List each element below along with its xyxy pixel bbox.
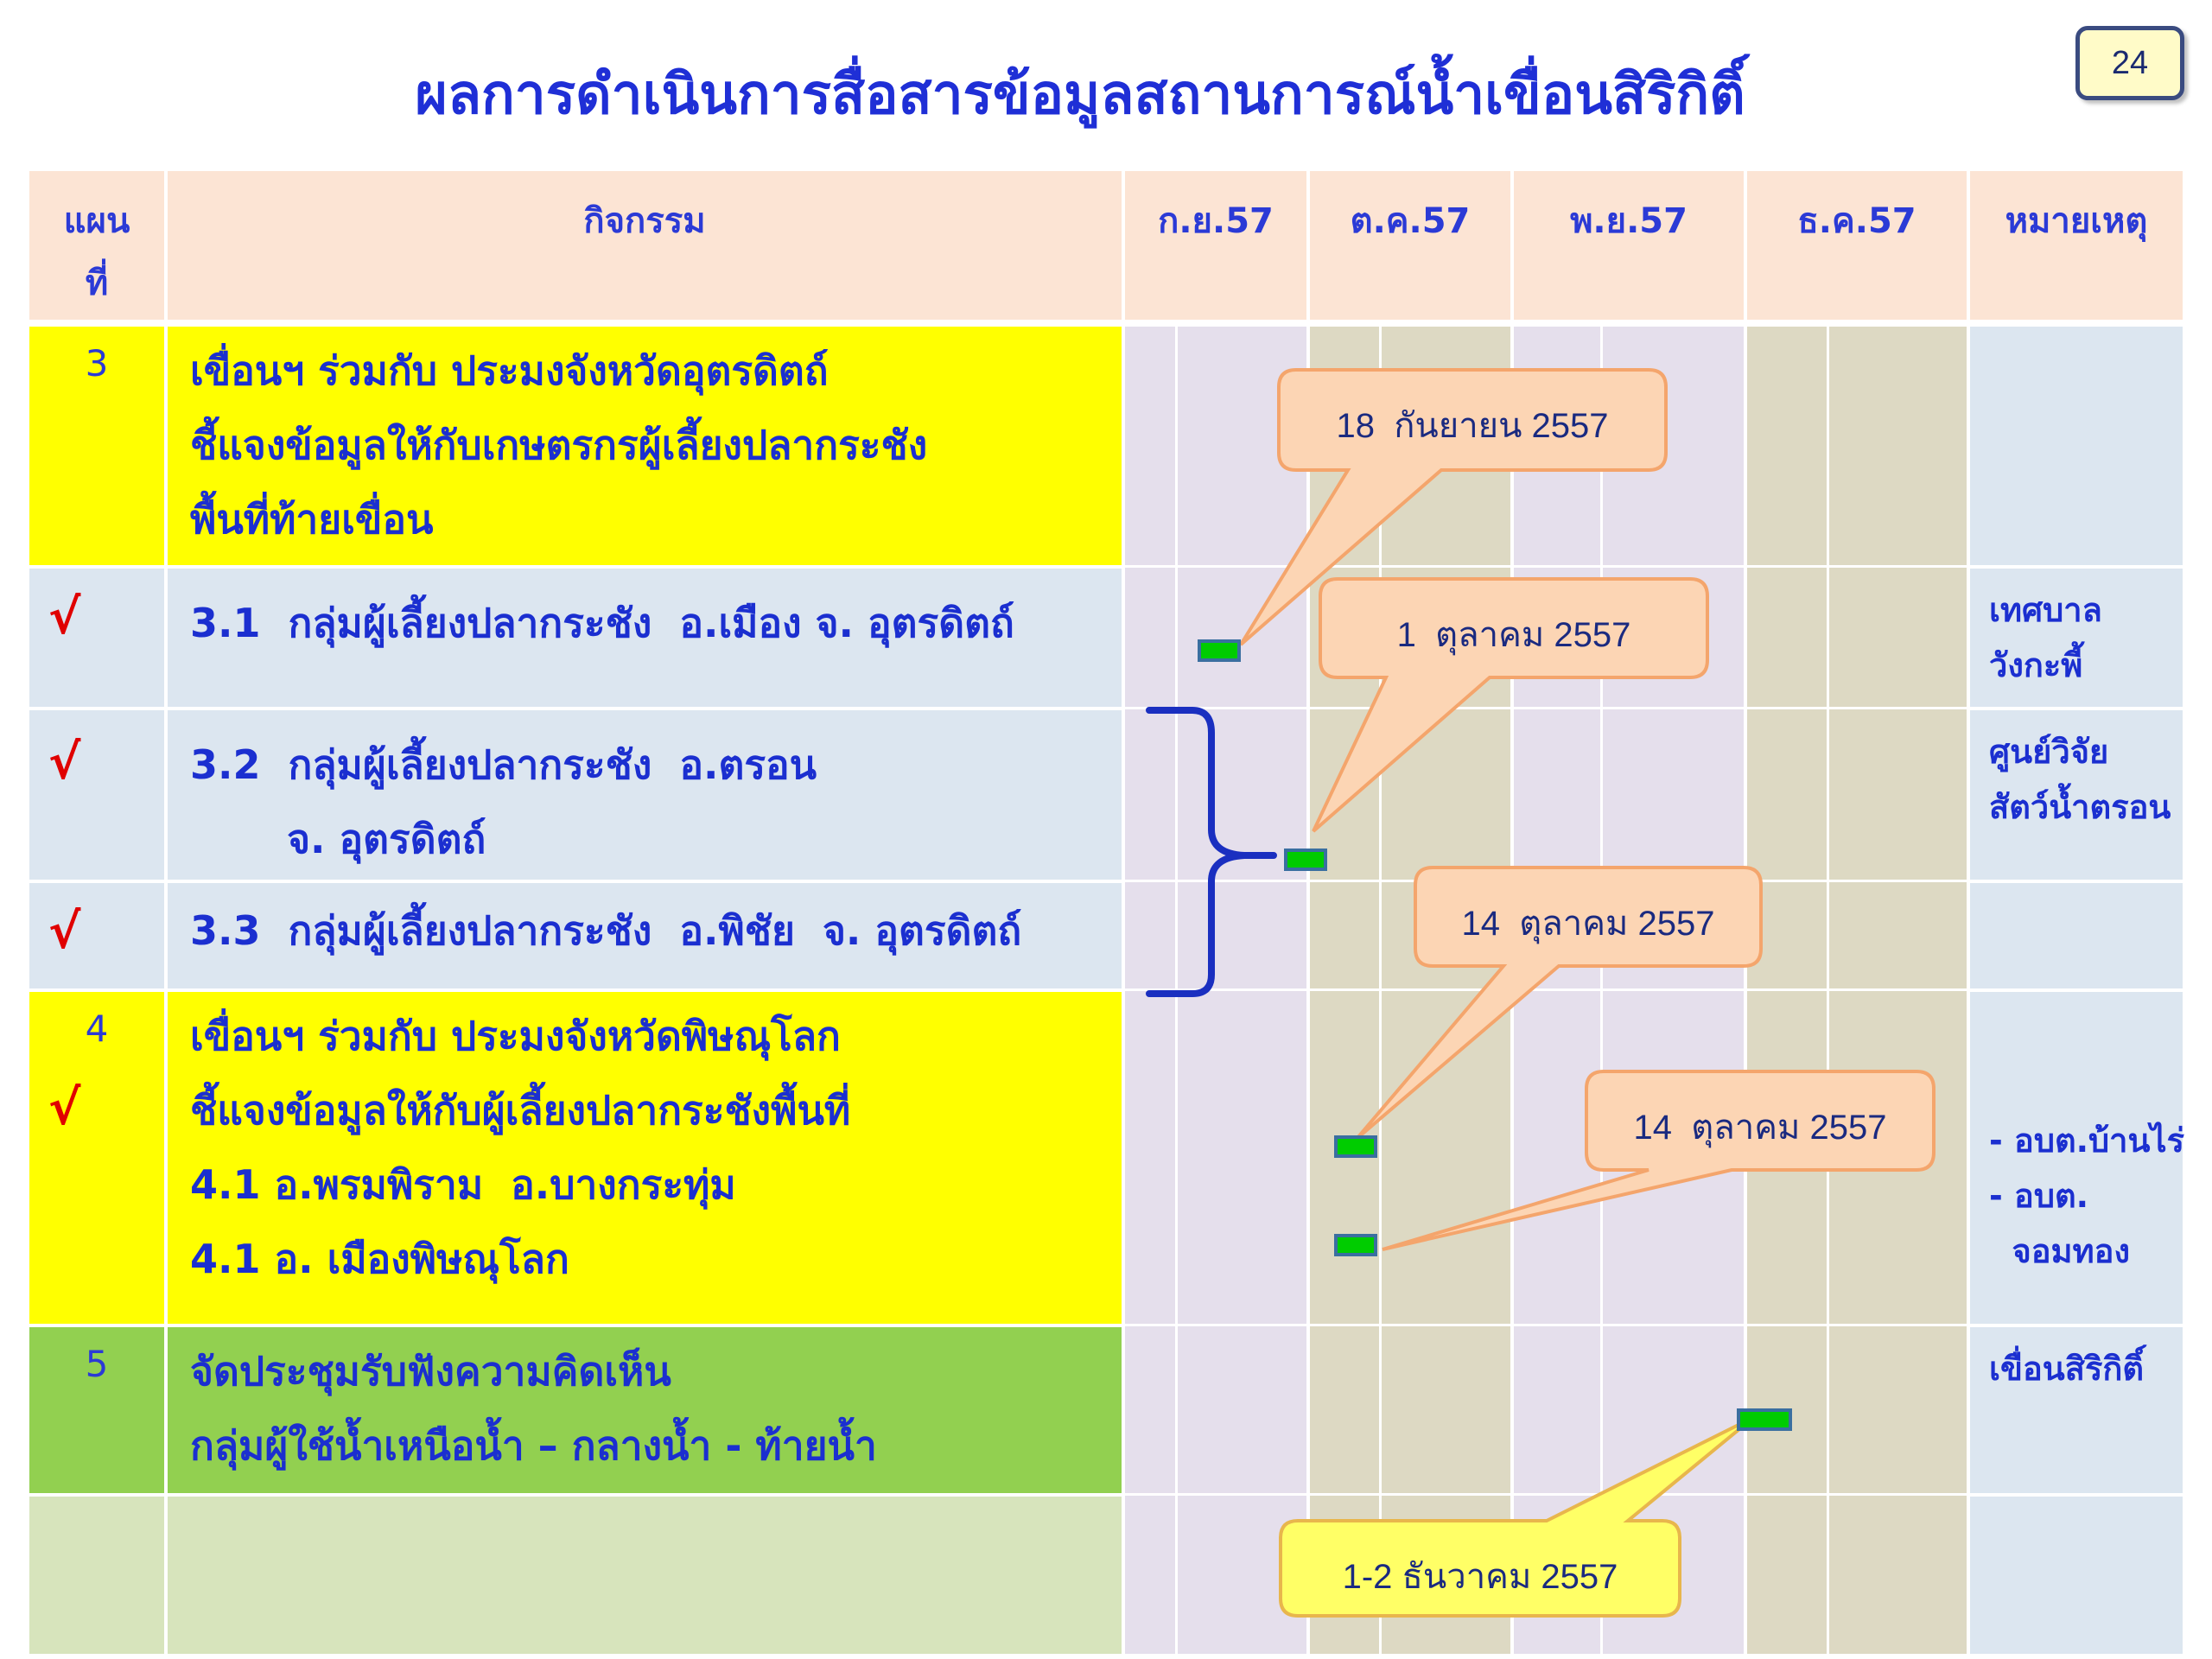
timeline-row-line: [1125, 1324, 1967, 1326]
marker-5: [1737, 1408, 1792, 1431]
callout-2-shape: [1312, 577, 1709, 833]
grouping-brace: [1146, 707, 1277, 997]
row4-activity: เขื่อนฯ ร่วมกับ ประมงจังหวัดพิษณุโลก ชี้…: [168, 992, 1122, 1324]
header-activity: กิจกรรม: [168, 171, 1122, 320]
row3-2-plan: √: [29, 710, 164, 880]
row3-2-remark: ศูนย์วิจัย สัตว์น้ำตรอน: [1970, 710, 2183, 880]
row5-plan: 5: [29, 1327, 164, 1493]
header-plan: แผน ที่: [29, 171, 164, 320]
check-mark: √: [48, 1080, 81, 1136]
row-empty-activity: [168, 1497, 1122, 1654]
row5-remark: เขื่อนสิริกิติ์: [1970, 1327, 2183, 1493]
row4-remark: - อบต.บ้านไร่ - อบต. จอมทอง: [1970, 992, 2184, 1324]
row3-3-activity: 3.3 กลุ่มผู้เลี้ยงปลากระชัง อ.พิชัย จ. อ…: [168, 883, 1122, 988]
row3-plan: 3: [29, 327, 164, 565]
page-number-badge: 24: [2075, 26, 2184, 100]
header-month-sep: ก.ย.57: [1125, 171, 1306, 320]
callout-3-shape: [1355, 866, 1763, 1141]
header-remark: หมายเหตุ: [1970, 171, 2183, 320]
marker-3-2-3: [1284, 849, 1327, 871]
row4-plan-number: 4: [85, 1007, 109, 1050]
row3-1-remark: เทศบาล วังกะพี้: [1970, 569, 2183, 707]
row3-3-plan: √: [29, 883, 164, 988]
timeline-row-line: [1125, 988, 1967, 991]
timeline-row-line: [1125, 707, 1967, 709]
timeline-row-line: [1125, 565, 1967, 568]
callout-5-text: 1-2 ธันวาคม 2557: [1342, 1558, 1618, 1596]
callout-4-shape: [1382, 1070, 1936, 1251]
check-mark: √: [48, 589, 81, 645]
row3-1-plan: √: [29, 569, 164, 707]
callout-2-text: 1 ตุลาคม 2557: [1396, 616, 1631, 654]
check-mark: √: [48, 904, 81, 960]
row5-activity: จัดประชุมรับฟังความคิดเห็น กลุ่มผู้ใช้น้…: [168, 1327, 1122, 1493]
callout-1-text: 18 กันยายน 2557: [1336, 407, 1609, 445]
check-mark: √: [48, 734, 81, 791]
row3-remark: [1970, 327, 2183, 565]
marker-4-b: [1334, 1234, 1377, 1256]
header-month-nov: พ.ย.57: [1514, 171, 1744, 320]
header-month-oct: ต.ค.57: [1310, 171, 1510, 320]
callout-3-text: 14 ตุลาคม 2557: [1461, 905, 1715, 943]
timeline-row-line: [1125, 1493, 1967, 1496]
row3-2-activity: 3.2 กลุ่มผู้เลี้ยงปลากระชัง อ.ตรอน จ. อุ…: [168, 710, 1122, 880]
marker-4-a: [1334, 1135, 1377, 1158]
activity-table: แผน ที่ กิจกรรม ก.ย.57 ต.ค.57 พ.ย.57 ธ.ค…: [29, 171, 2184, 1654]
marker-3-1: [1198, 639, 1241, 662]
row3-activity: เขื่อนฯ ร่วมกับ ประมงจังหวัดอุตรดิตถ์ ชี…: [168, 327, 1122, 565]
row4-plan: 4 √: [29, 992, 164, 1324]
row-empty-remark: [1970, 1497, 2183, 1654]
header-month-dec: ธ.ค.57: [1747, 171, 1967, 320]
row3-1-activity: 3.1 กลุ่มผู้เลี้ยงปลากระชัง อ.เมือง จ. อ…: [168, 569, 1122, 707]
callout-5-shape: [1279, 1415, 1756, 1618]
page-title: ผลการดำเนินการสื่อสารข้อมูลสถานการณ์น้ำเ…: [415, 63, 1745, 127]
row3-3-remark: [1970, 883, 2183, 988]
callout-1-shape: [1239, 368, 1668, 646]
callout-4-text: 14 ตุลาคม 2557: [1633, 1109, 1887, 1147]
row-empty-plan: [29, 1497, 164, 1654]
